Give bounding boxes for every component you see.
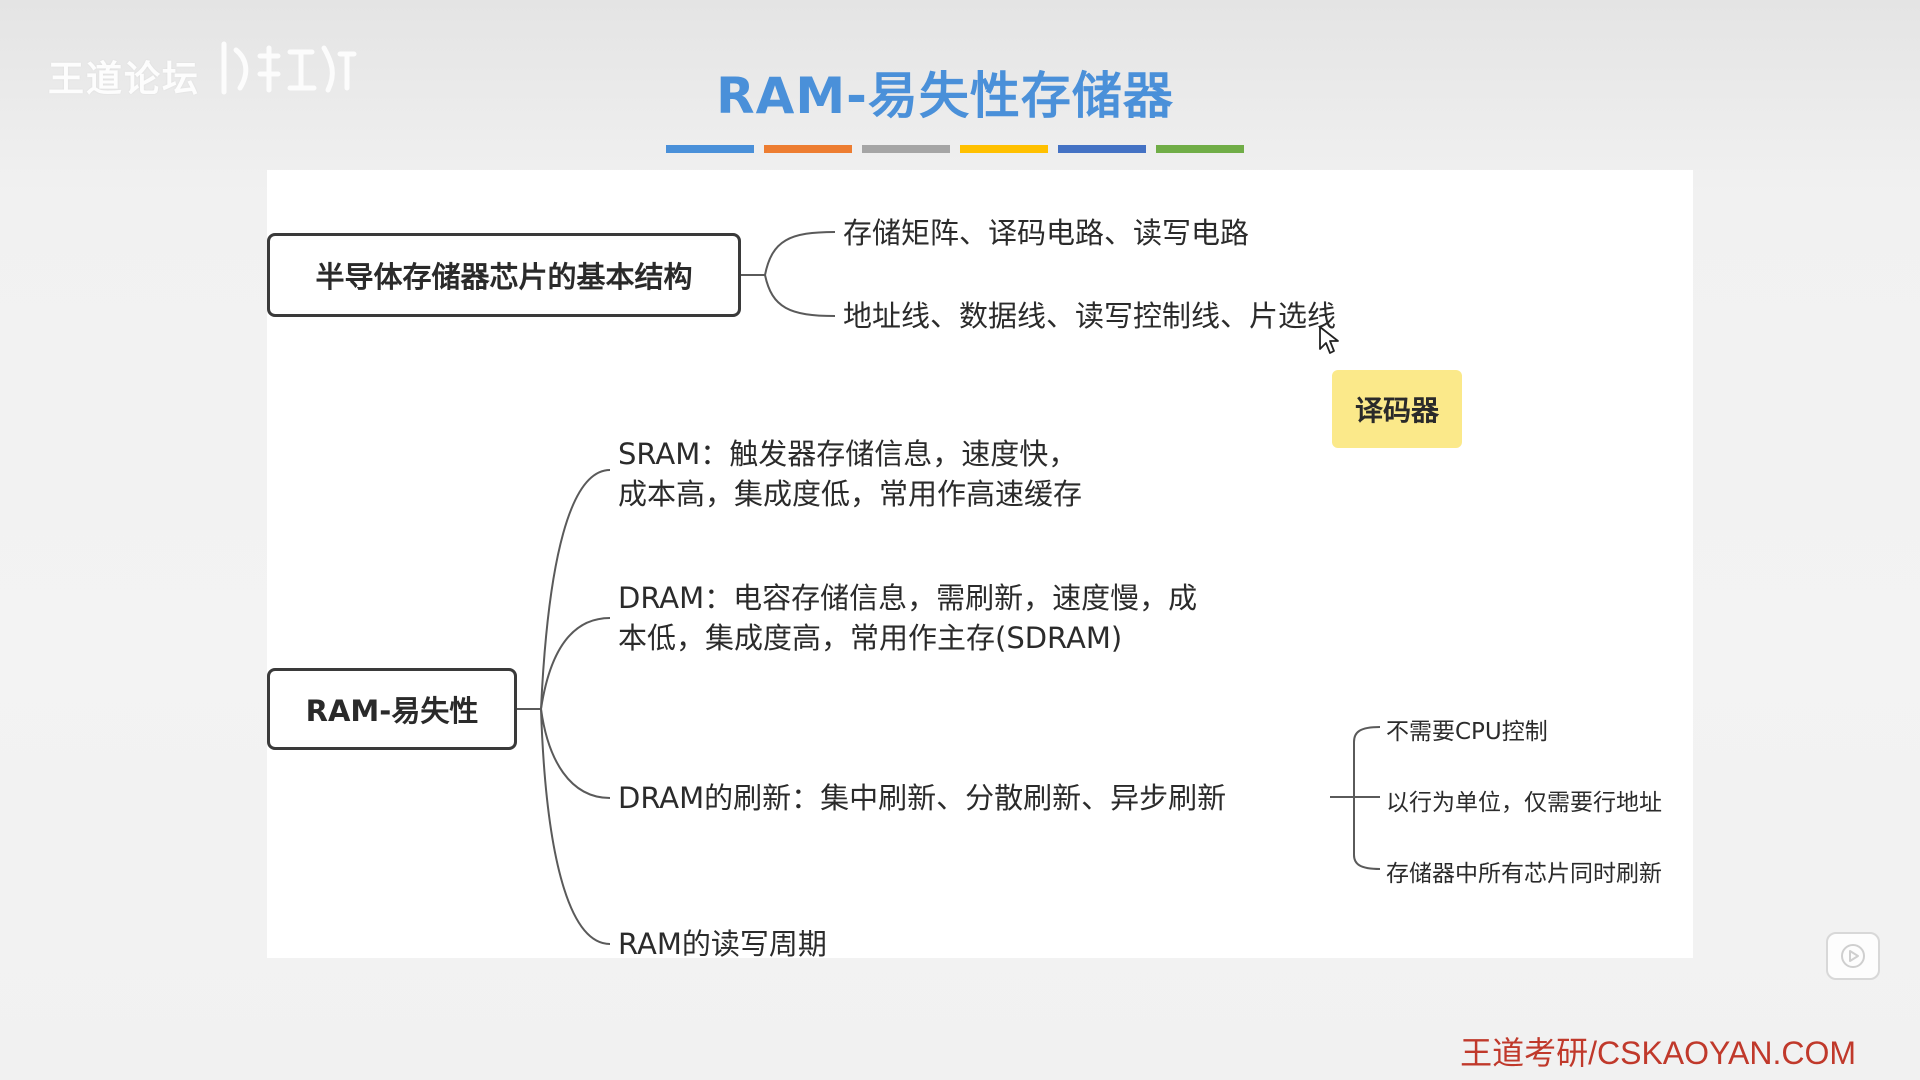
- play-button[interactable]: [1826, 932, 1880, 980]
- ram-node: RAM-易失性: [267, 668, 517, 750]
- dram-line-2: 本低，集成度高，常用作主存(SDRAM): [618, 621, 1123, 655]
- structure-child-2: 地址线、数据线、读写控制线、片选线: [843, 299, 1337, 333]
- play-icon: [1841, 944, 1865, 968]
- dram-node: DRAM：电容存储信息，需刷新，速度慢，成 本低，集成度高，常用作主存(SDRA…: [618, 578, 1197, 658]
- color-segment: [666, 145, 754, 153]
- ram-cycle-node: RAM的读写周期: [618, 927, 827, 961]
- dram-refresh-node: DRAM的刷新：集中刷新、分散刷新、异步刷新: [618, 781, 1227, 815]
- refresh-child-3: 存储器中所有芯片同时刷新: [1386, 861, 1662, 887]
- refresh-child-2: 以行为单位，仅需要行地址: [1386, 790, 1662, 816]
- color-segment: [960, 145, 1048, 153]
- color-segment: [1058, 145, 1146, 153]
- structure-node: 半导体存储器芯片的基本结构: [267, 233, 741, 317]
- sram-line-1: SRAM：触发器存储信息，速度快，: [618, 437, 1078, 471]
- sram-line-2: 成本高，集成度低，常用作高速缓存: [618, 477, 1083, 511]
- structure-child-1: 存储矩阵、译码电路、读写电路: [843, 216, 1250, 250]
- refresh-child-1: 不需要CPU控制: [1386, 719, 1548, 745]
- forum-watermark: 王道论坛: [48, 59, 201, 100]
- color-segment: [1156, 145, 1244, 153]
- slide-title: RAM-易失性存储器: [716, 67, 1174, 125]
- footer-brand: 王道考研/CSKAOYAN.COM: [1460, 1035, 1856, 1071]
- logo-icon: [221, 41, 357, 95]
- color-segment: [764, 145, 852, 153]
- color-segment: [862, 145, 950, 153]
- dram-line-1: DRAM：电容存储信息，需刷新，速度慢，成: [618, 581, 1198, 615]
- mouse-cursor-icon: [1319, 326, 1339, 354]
- sram-node: SRAM：触发器存储信息，速度快， 成本高，集成度低，常用作高速缓存: [618, 434, 1082, 514]
- decoder-note: 译码器: [1332, 370, 1462, 448]
- title-color-bar: [666, 145, 1244, 153]
